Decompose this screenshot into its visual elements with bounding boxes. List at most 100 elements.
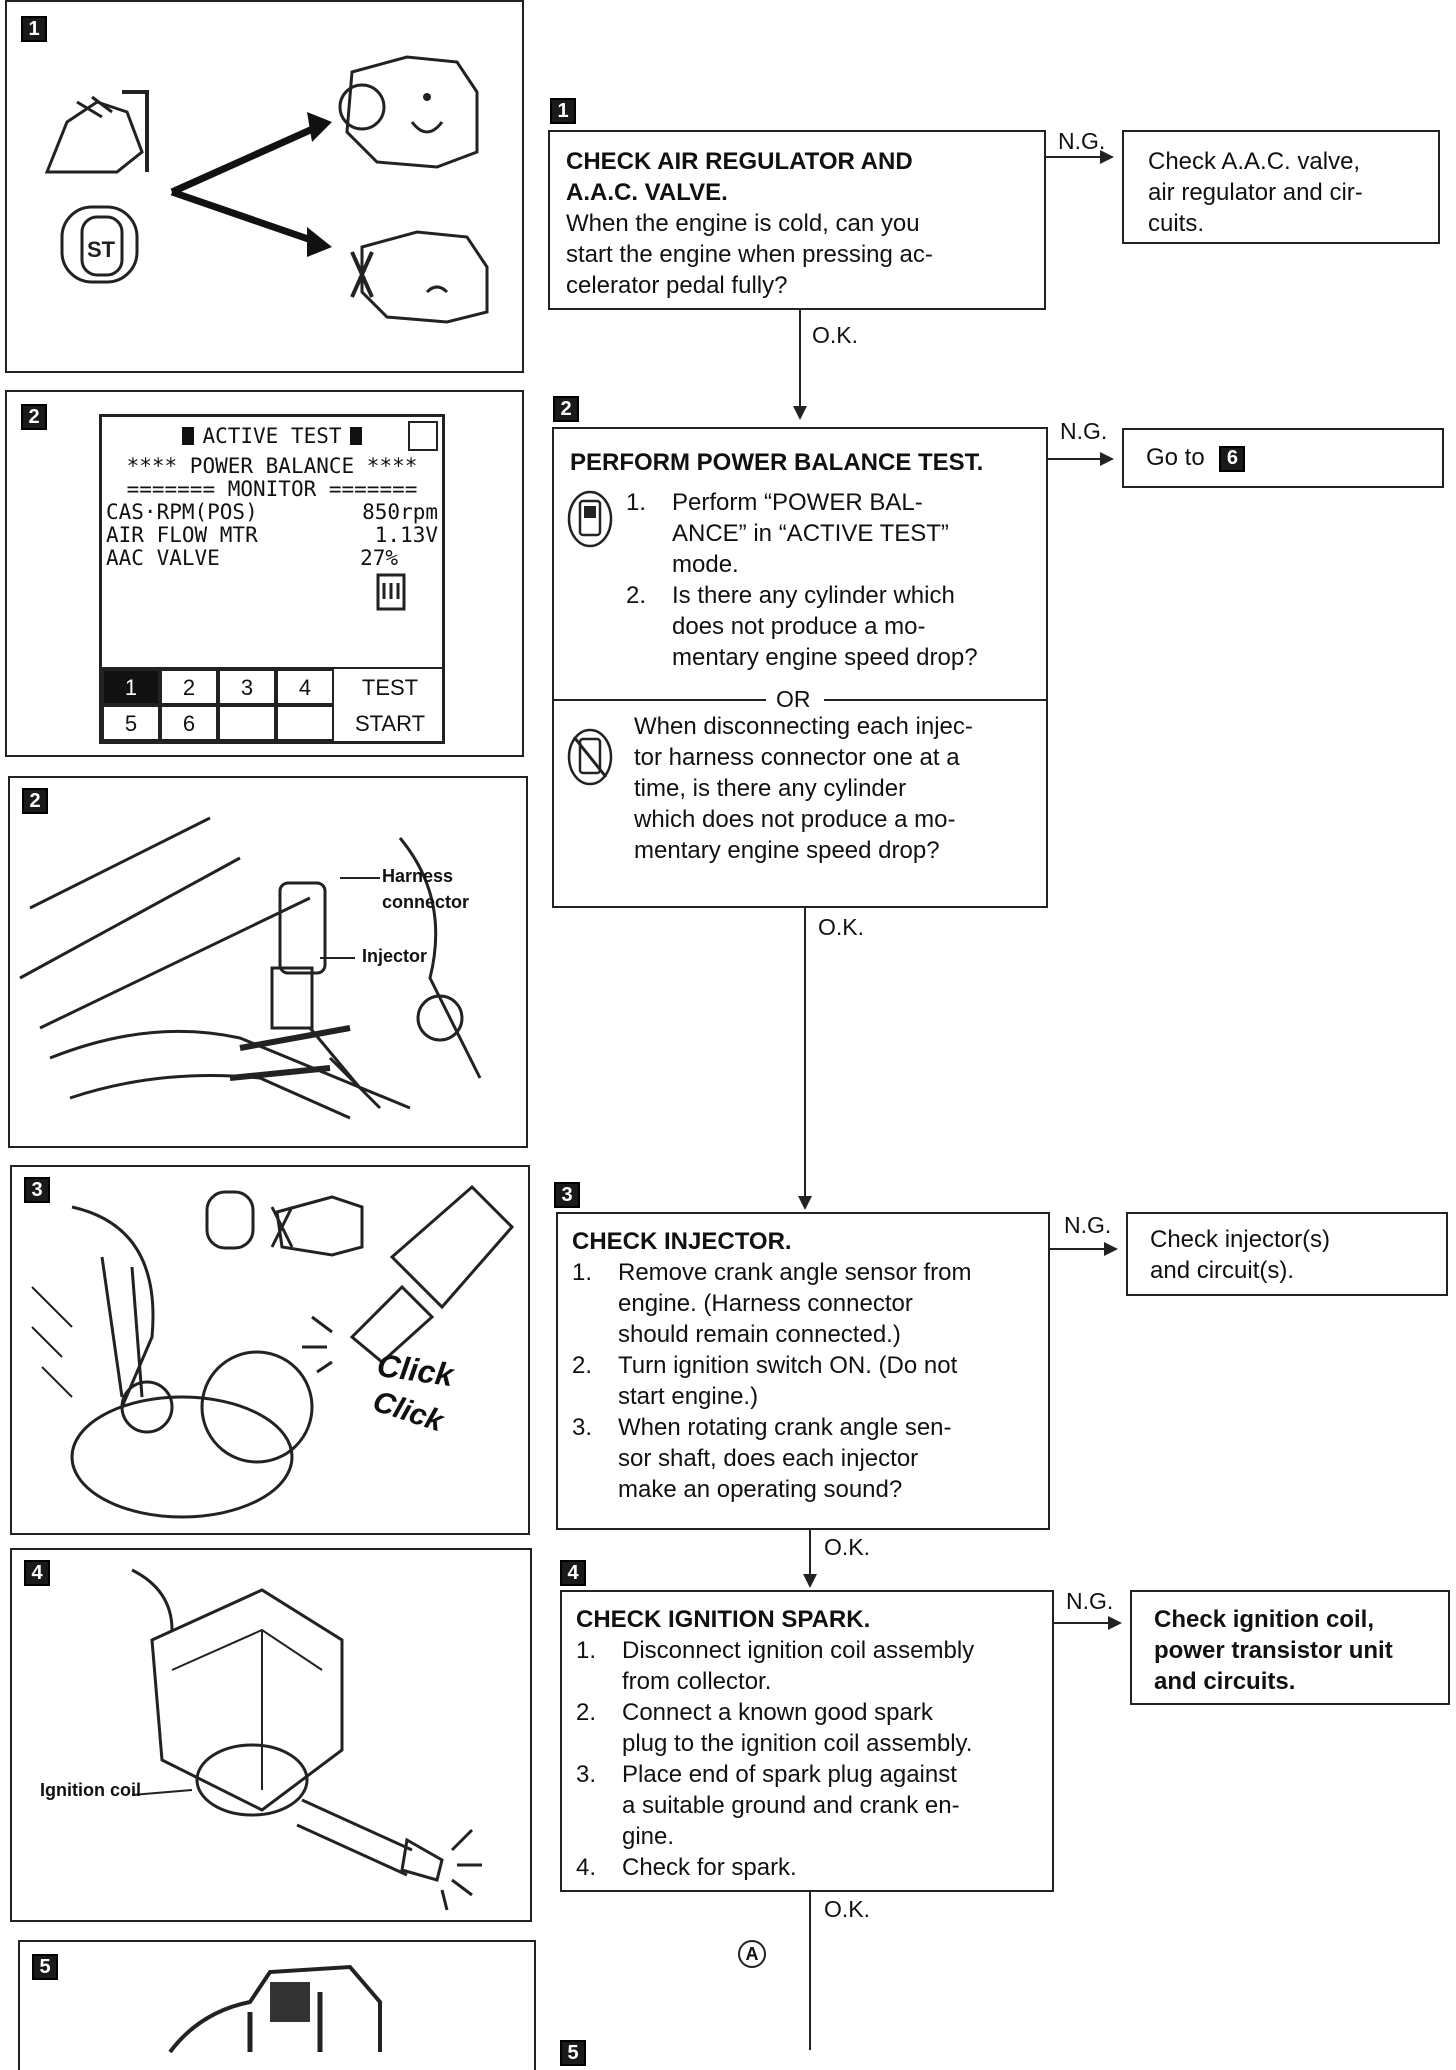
arrow-right-icon	[1104, 1242, 1118, 1256]
consult-tester-icon	[567, 490, 613, 548]
monitor-label: AAC VALVE	[106, 546, 220, 570]
step3-ok-connector	[809, 1530, 811, 1576]
illustration-panel-4: 4 Ignition coil	[10, 1548, 532, 1922]
step1-body-line: celerator pedal fully?	[566, 272, 788, 299]
step1-ok-label: O.K.	[812, 322, 859, 348]
injector-harness-illustration	[19, 816, 482, 1120]
step1-ng-connector	[1046, 156, 1102, 158]
step2-alt-text: When disconnecting each injec- tor harne…	[634, 713, 973, 864]
step2-check-box: PERFORM POWER BALANCE TEST. 1.Perform “P…	[552, 427, 1048, 908]
connector-label: connector	[382, 892, 470, 912]
step-number-badge: 3	[24, 1177, 50, 1203]
step1-ok-connector	[799, 310, 801, 408]
step1-ng-line: cuits.	[1148, 210, 1205, 237]
step4-ng-label: N.G.	[1066, 1588, 1114, 1614]
injector-label: Injector	[362, 946, 428, 966]
start-label: START	[354, 710, 426, 736]
flow-step-badge: 3	[554, 1182, 580, 1208]
step1-ng-line: air regulator and cir-	[1148, 179, 1363, 206]
monitor-label: AIR FLOW MTR	[106, 523, 258, 547]
screen-header: ACTIVE TEST	[202, 423, 342, 448]
arrow-down-icon	[793, 406, 807, 420]
offpage-connector-a: A	[738, 1940, 766, 1968]
flow-step-badge: 5	[560, 2040, 586, 2066]
monitor-value: 1.13V	[374, 523, 438, 547]
or-divider	[554, 699, 766, 701]
step2-ok-label: O.K.	[818, 914, 865, 940]
no-tester-icon	[567, 728, 613, 786]
step4-ng-box: Check ignition coil, power transistor un…	[1130, 1590, 1450, 1705]
cylinder-button-3[interactable]: 3	[218, 669, 276, 705]
list-item: 4.Check for spark.	[576, 1854, 797, 1881]
illustration-panel-1: 1 ST	[5, 0, 524, 373]
step1-body-line: start the engine when pressing ac-	[566, 241, 933, 268]
cylinder-button-1[interactable]: 1	[102, 669, 160, 705]
monitor-value: 850rpm	[362, 500, 438, 524]
cylinder-button-4[interactable]: 4	[276, 669, 334, 705]
or-label: OR	[776, 686, 811, 712]
flow-step-badge: 2	[553, 396, 579, 422]
step1-title-line1: CHECK AIR REGULATOR AND	[566, 148, 913, 175]
step4-check-box: CHECK IGNITION SPARK. 1.Disconnect ignit…	[560, 1590, 1054, 1892]
step3-ok-label: O.K.	[824, 1534, 871, 1560]
step3-ng-label: N.G.	[1064, 1212, 1112, 1238]
step4-ok-connector	[809, 1892, 811, 2050]
step4-ng-line: and circuits.	[1154, 1668, 1296, 1695]
step3-ng-box: Check injector(s) and circuit(s).	[1126, 1212, 1448, 1296]
step-number-badge: 5	[32, 1954, 58, 1980]
step2-ng-box: Go to 6	[1122, 428, 1444, 488]
svg-text:ST: ST	[87, 237, 116, 262]
test-start-button[interactable]: TEST START	[338, 669, 442, 741]
blank-button[interactable]	[218, 705, 276, 741]
step2-ng-connector	[1048, 458, 1102, 460]
harness-label: Harness	[382, 866, 454, 886]
screen-line: **** POWER BALANCE ****	[126, 454, 418, 478]
pointing-hand-icon	[376, 573, 406, 611]
step1-ng-label: N.G.	[1058, 128, 1106, 154]
engine-start-illustration: ST	[44, 55, 489, 324]
step3-check-box: CHECK INJECTOR. 1.Remove crank angle sen…	[556, 1212, 1050, 1530]
blank-button[interactable]	[276, 705, 334, 741]
cylinder-button-6[interactable]: 6	[160, 705, 218, 741]
step3-ng-line: Check injector(s)	[1150, 1226, 1331, 1253]
or-divider	[824, 699, 1046, 701]
list-item: 3.When rotating crank angle sen-sor shaf…	[572, 1414, 952, 1503]
list-item: 1.Perform “POWER BAL-ANCE” in “ACTIVE TE…	[626, 489, 949, 578]
step2-ng-label: N.G.	[1060, 418, 1108, 444]
step4-ng-connector	[1054, 1622, 1110, 1624]
step-number-badge: 4	[24, 1560, 50, 1586]
arrow-down-icon	[803, 1574, 817, 1588]
screen-line: ======= MONITOR =======	[126, 477, 418, 501]
test-label: TEST	[361, 674, 419, 700]
arrow-down-icon	[798, 1196, 812, 1210]
step2-title: PERFORM POWER BALANCE TEST.	[570, 449, 984, 476]
step4-title: CHECK IGNITION SPARK.	[576, 1606, 871, 1633]
cylinder-button-2[interactable]: 2	[160, 669, 218, 705]
ignition-coil-illustration	[131, 1568, 482, 1911]
step2-list: 1.Perform “POWER BAL-ANCE” in “ACTIVE TE…	[626, 487, 1046, 673]
arrow-right-icon	[1100, 452, 1114, 466]
cylinder-button-5[interactable]: 5	[102, 705, 160, 741]
step-number-badge: 1	[21, 16, 47, 42]
step4-ok-label: O.K.	[824, 1896, 871, 1922]
monitor-label: CAS·RPM(POS)	[106, 500, 258, 524]
arrow-right-icon	[1100, 150, 1114, 164]
illustration-panel-3: 3 Click Click	[10, 1165, 530, 1535]
monitor-value: 27%	[360, 546, 398, 570]
goto-step-badge[interactable]: 6	[1219, 445, 1246, 472]
injector-click-illustration	[31, 1184, 515, 1519]
step2-ok-connector	[804, 908, 806, 1198]
illustration-panel-2-screen: 2 ACTIVE TEST **** POWER BALANCE **** ==…	[5, 390, 524, 757]
step3-title: CHECK INJECTOR.	[572, 1228, 792, 1255]
flow-step-badge: 4	[560, 1560, 586, 1586]
step-number-badge: 2	[21, 404, 47, 430]
arrow-right-icon	[1108, 1616, 1122, 1630]
step1-ng-line: Check A.A.C. valve,	[1148, 148, 1361, 175]
step3-ng-connector	[1050, 1248, 1106, 1250]
